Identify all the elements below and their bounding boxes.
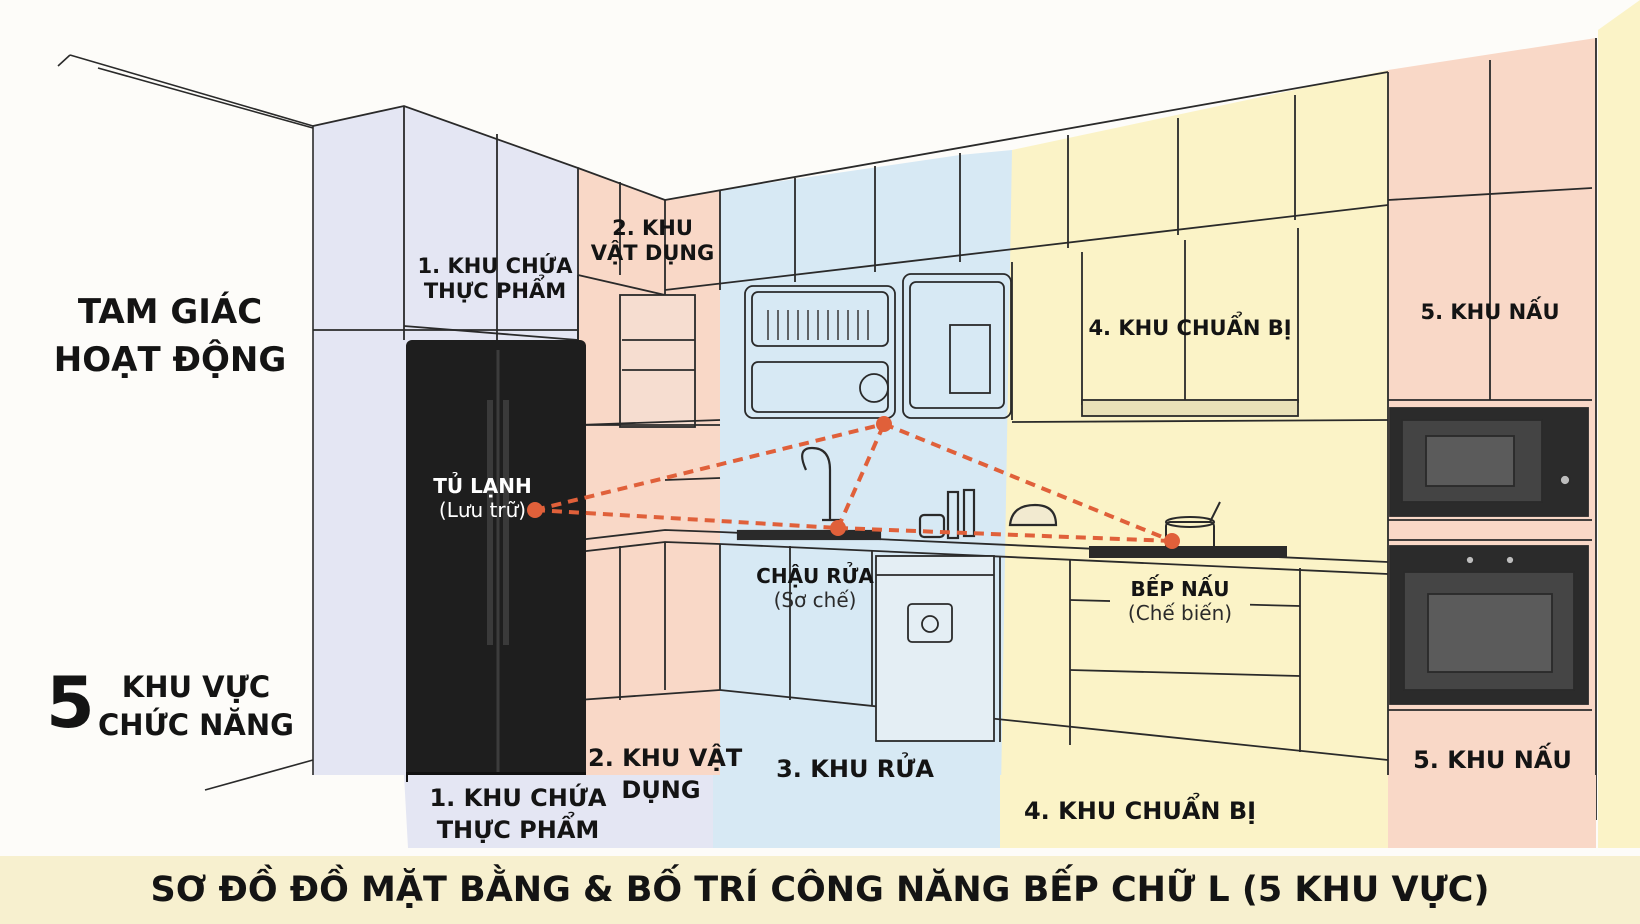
label-sink: CHẬU RỬA (Sơ chế)	[745, 564, 885, 612]
floor-label-utensils: 2. KHU VẬT DỤNG	[588, 742, 743, 806]
floor-utensils-line2: DỤNG	[621, 776, 701, 804]
wall-perspective-lines	[57, 54, 314, 791]
floor-label-prep: 4. KHU CHUẨN BỊ	[1023, 797, 1257, 825]
zone-fills	[313, 0, 1640, 848]
triangle-title-line1: TAM GIÁC	[77, 292, 263, 332]
sink-role: (Sơ chế)	[773, 588, 857, 612]
fridge-name: TỦ LẠNH	[433, 474, 532, 498]
zone-count-line2: CHỨC NĂNG	[98, 708, 294, 742]
kitchen-illustration	[57, 0, 1640, 848]
microwave	[1389, 407, 1589, 517]
triangle-edge-fridge-top	[534, 422, 885, 512]
triangle-edge-sink-top	[836, 423, 886, 529]
floor-label-cooking: 5. KHU NẤU	[1413, 746, 1572, 774]
work-triangle	[534, 422, 1173, 543]
node-fridge	[527, 502, 543, 518]
upper-label-utensils: 2. KHU VẬT DỤNG	[585, 216, 720, 266]
triangle-nodes	[527, 416, 1180, 549]
refrigerator	[406, 340, 586, 782]
triangle-title-line2: HOẠT ĐỘNG	[53, 340, 287, 380]
triangle-title: TAM GIÁC HOẠT ĐỘNG	[20, 288, 320, 384]
upper-utensils-line1: 2. KHU	[612, 216, 693, 240]
floor-utensils-line1: 2. KHU VẬT	[588, 744, 743, 772]
node-sink	[830, 520, 846, 536]
sink-faucet	[736, 446, 1058, 541]
sink-name: CHẬU RỬA	[756, 564, 874, 588]
zone-count-number: 5	[46, 662, 95, 744]
dishwasher	[875, 555, 995, 742]
zone-count-line1: KHU VỰC	[121, 670, 271, 704]
footer-band: SƠ ĐỒ ĐỒ MẶT BẰNG & BỐ TRÍ CÔNG NĂNG BẾP…	[0, 856, 1640, 924]
upper-food-line1: 1. KHU CHỨA	[417, 254, 573, 278]
upper-utensils-line2: VẬT DỤNG	[590, 241, 715, 266]
floor-band	[408, 775, 1596, 848]
zone-fill-prep	[1000, 70, 1388, 848]
stove-role: (Chế biến)	[1127, 601, 1233, 625]
right-wall-strip	[1598, 0, 1640, 848]
zone-count-caption: KHU VỰC CHỨC NĂNG	[98, 668, 294, 744]
stove-name: BẾP NẤU	[1130, 577, 1230, 601]
fridge-role: (Lưu trữ)	[438, 498, 527, 522]
node-top	[876, 416, 892, 432]
upper-label-prep: 4. KHU CHUẨN BỊ	[1088, 316, 1292, 340]
upper-label-cooking: 5. KHU NẤU	[1420, 300, 1560, 324]
upper-food-line2: THỰC PHẨM	[423, 279, 567, 304]
floor-food-line1: 1. KHU CHỨA	[429, 784, 607, 812]
label-stove: BẾP NẤU (Chế biến)	[1110, 577, 1250, 625]
floor-label-washing: 3. KHU RỬA	[776, 755, 934, 783]
triangle-edge-sink-stove	[837, 526, 1173, 543]
footer-caption: SƠ ĐỒ ĐỒ MẶT BẰNG & BỐ TRÍ CÔNG NĂNG BẾP…	[150, 870, 1490, 910]
triangle-edge-top-stove	[883, 422, 1173, 543]
oven	[1389, 545, 1589, 705]
label-fridge: TỦ LẠNH (Lưu trữ)	[420, 474, 545, 522]
upper-label-food-storage: 1. KHU CHỨA THỰC PHẨM	[410, 254, 580, 304]
floor-label-food-storage: 1. KHU CHỨA THỰC PHẨM	[418, 782, 618, 846]
node-stove	[1164, 533, 1180, 549]
floor-food-line2: THỰC PHẨM	[436, 816, 600, 844]
